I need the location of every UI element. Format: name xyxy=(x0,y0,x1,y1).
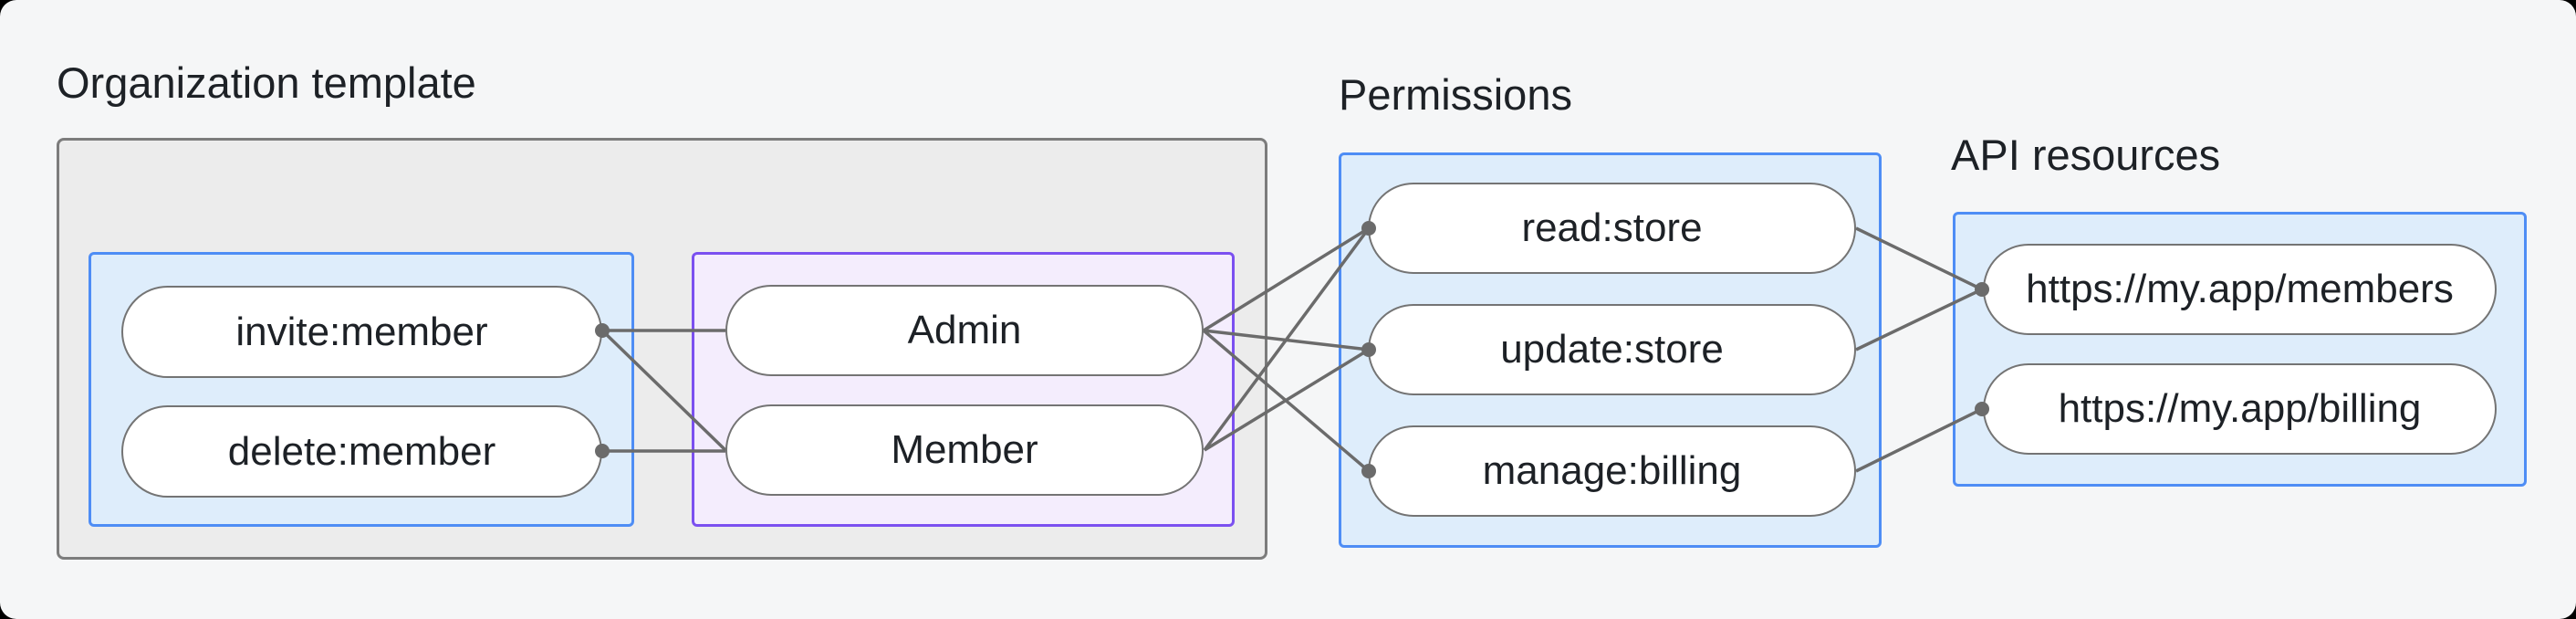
api-resources-label: API resources xyxy=(1951,131,2221,179)
node-manage-billing: manage:billing xyxy=(1368,425,1856,517)
connector-dot-invite-member xyxy=(595,323,610,338)
node-invite-member: invite:member xyxy=(121,286,602,378)
node-delete-member: delete:member xyxy=(121,405,602,498)
connector-dot-read-store xyxy=(1361,221,1376,236)
node-update-store: update:store xyxy=(1368,304,1856,395)
connector-dot-delete-member xyxy=(595,444,610,458)
connector-dot-billing-resource xyxy=(1975,402,1989,416)
node-billing-resource: https://my.app/billing xyxy=(1983,363,2497,455)
node-member: Member xyxy=(725,404,1204,496)
organization-template-label: Organization template xyxy=(57,58,476,107)
connector-dot-update-store xyxy=(1361,342,1376,357)
node-admin: Admin xyxy=(725,285,1204,376)
node-read-store: read:store xyxy=(1368,183,1856,274)
node-members-resource: https://my.app/members xyxy=(1983,244,2497,335)
permissions-label: Permissions xyxy=(1339,70,1572,119)
connector-dot-manage-billing xyxy=(1361,464,1376,478)
connector-dot-members-resource xyxy=(1975,282,1989,297)
